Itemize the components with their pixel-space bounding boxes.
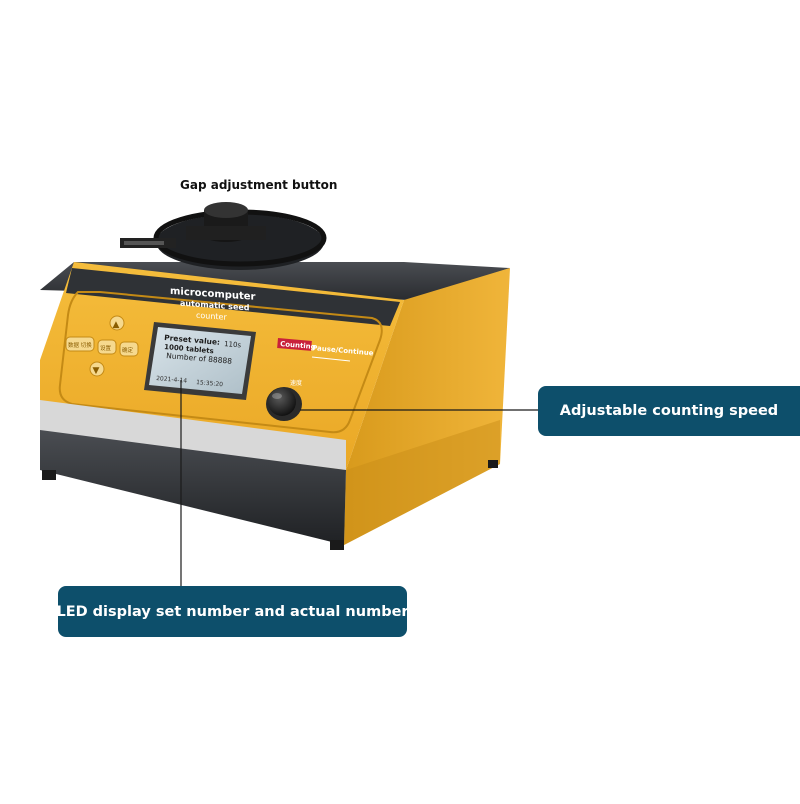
lcd-screen: [149, 327, 251, 394]
counting-badge: [277, 338, 312, 351]
confirm-label: 确定: [122, 346, 134, 354]
lcd-time: 15:35:20: [196, 379, 224, 388]
adjustable-speed-callout: Adjustable counting speed: [538, 386, 800, 436]
confirm-button[interactable]: [119, 341, 139, 357]
data-switch-button[interactable]: [65, 336, 95, 352]
lcd-preset-right: 110s: [224, 340, 242, 349]
gap-adjust-bracket: [186, 226, 266, 240]
counting-label: Counting: [280, 340, 316, 351]
mode-underline: [311, 356, 351, 362]
foot-back: [488, 460, 498, 468]
front-inner-frame: [58, 291, 383, 434]
lcd-date: 2021-4-14: [156, 375, 188, 385]
up-arrow-button[interactable]: [109, 315, 125, 331]
front-top-band: [66, 268, 400, 326]
led-display-callout: LED display set number and actual number: [56, 586, 409, 637]
down-arrow-icon: ▼: [93, 366, 100, 376]
speed-knob[interactable]: [268, 388, 296, 416]
foot-right: [330, 540, 344, 550]
hopper-arm-holes: [124, 241, 164, 245]
brand-line3: counter: [196, 311, 227, 322]
speed-knob-label: 速度: [290, 379, 302, 387]
data-switch-label: 数据 切换: [68, 341, 92, 349]
settings-label: 设置: [100, 344, 112, 352]
speed-knob-highlight: [272, 393, 282, 399]
foot-left: [42, 470, 56, 480]
settings-button[interactable]: [97, 339, 117, 355]
housing-base: [40, 430, 346, 545]
gap-adjust-knob-top[interactable]: [204, 202, 248, 218]
up-arrow-icon: ▲: [113, 320, 120, 330]
gap-adjustment-label: Gap adjustment button: [180, 178, 338, 192]
front-silver-strip: [40, 400, 346, 470]
down-arrow-button[interactable]: [89, 361, 105, 377]
housing-side-lower: [344, 420, 500, 545]
